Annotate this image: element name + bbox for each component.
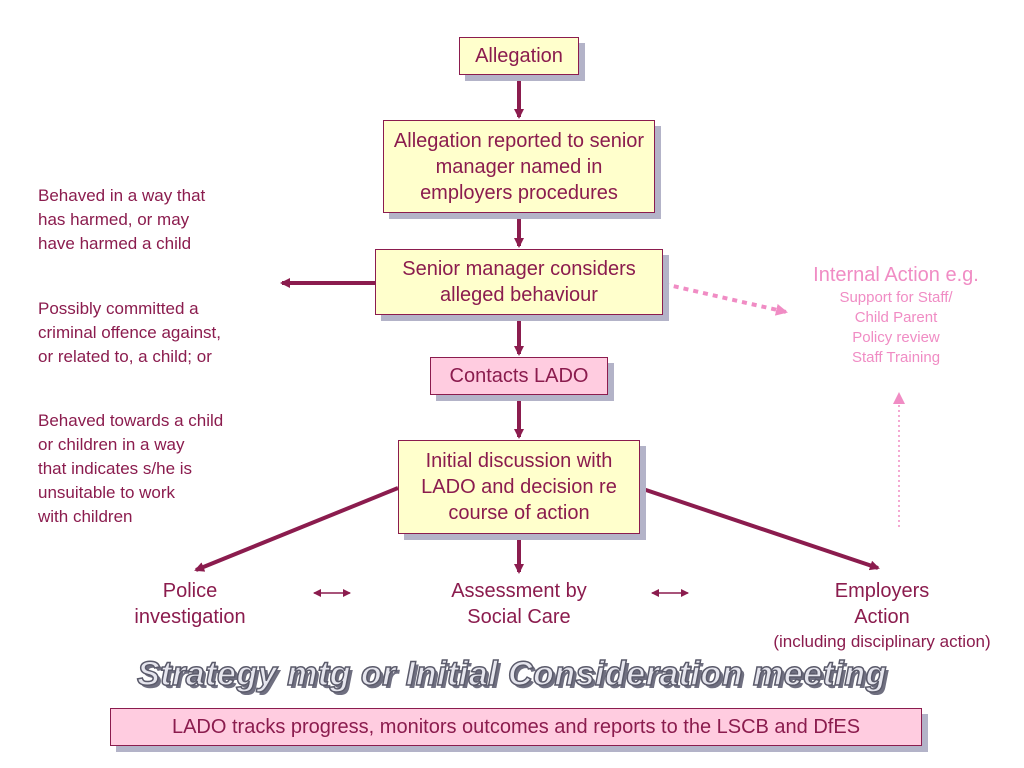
internal-action: Internal Action e.g. Support for Staff/ …	[790, 262, 1002, 368]
employers-action: Employers Action (including disciplinary…	[742, 578, 1022, 654]
allegation-box: Allegation	[459, 37, 579, 75]
criteria-harmed: Behaved in a way that has harmed, or may…	[38, 186, 206, 253]
lado-tracks-box: LADO tracks progress, monitors outcomes …	[110, 708, 922, 746]
considers-box: Senior manager considers alleged behavio…	[375, 249, 663, 315]
employers-action-note: (including disciplinary action)	[773, 632, 991, 651]
assessment-social-care: Assessment by Social Care	[451, 580, 587, 628]
criteria-criminal: Possibly committed a criminal offence ag…	[38, 299, 222, 366]
internal-action-item: Child Parent	[854, 309, 938, 326]
contacts-lado-box: Contacts LADO	[430, 357, 608, 395]
internal-action-item: Staff Training	[851, 349, 941, 366]
police-investigation: Police investigation	[134, 580, 246, 628]
internal-action-item: Support for Staff/	[839, 289, 953, 306]
arrow-initial-to-employers	[639, 486, 880, 571]
criteria-unsuitable: Behaved towards a child or children in a…	[38, 411, 224, 526]
reported-box: Allegation reported to senior manager na…	[383, 120, 655, 213]
arrow-considers-to-internal	[663, 282, 788, 316]
arrow-initial-to-police	[194, 486, 399, 572]
strategy-meeting-heading: Strategy mtg or Initial Consideration me…	[136, 654, 887, 694]
internal-action-title: Internal Action e.g.	[813, 264, 979, 286]
initial-discussion-box: Initial discussion with LADO and decisio…	[398, 440, 640, 534]
internal-action-item: Policy review	[852, 329, 940, 346]
